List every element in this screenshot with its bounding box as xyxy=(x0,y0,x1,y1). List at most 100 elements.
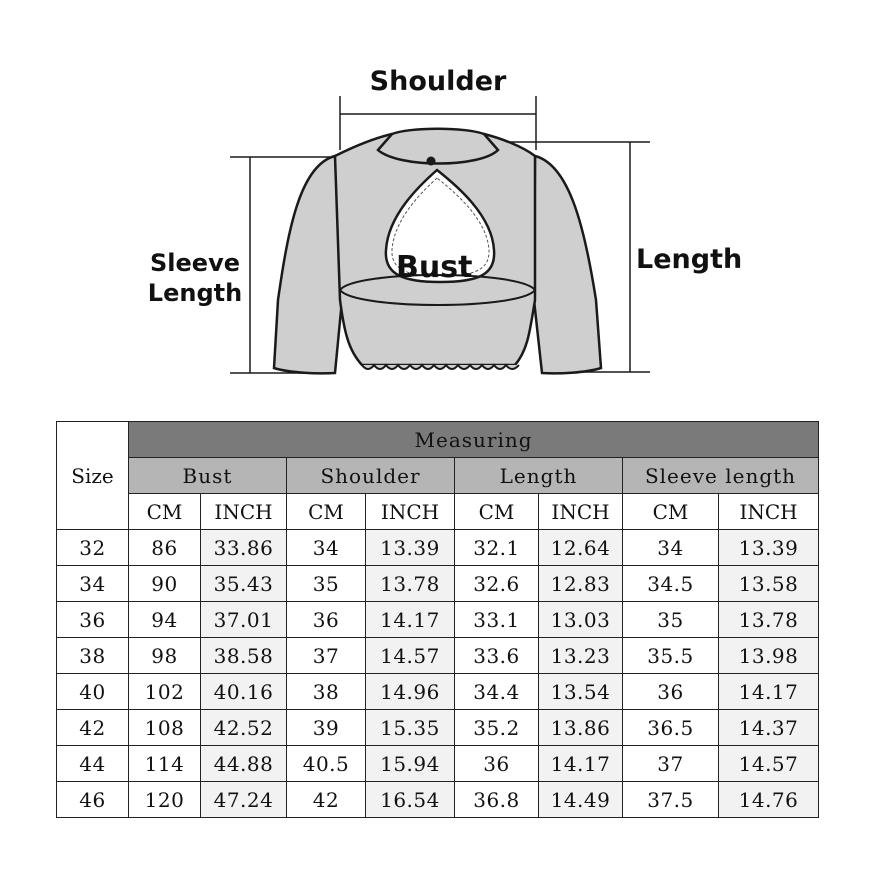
measure-cell: 34.4 xyxy=(454,673,539,710)
measure-cell: 32.1 xyxy=(454,529,539,566)
measure-cell: 34 xyxy=(286,529,366,566)
size-cell: 32 xyxy=(56,529,129,566)
measure-cell: 34.5 xyxy=(622,565,719,602)
ruffle-hem xyxy=(361,363,520,370)
measure-cell: 16.54 xyxy=(365,781,455,818)
measure-cell: 36 xyxy=(622,673,719,710)
measure-cell: 36.8 xyxy=(454,781,539,818)
measure-cell: 34 xyxy=(622,529,719,566)
unit-header: CM xyxy=(622,493,719,530)
measuring-header: Measuring xyxy=(127,421,820,458)
measure-cell: 36 xyxy=(454,745,539,782)
unit-header: INCH xyxy=(200,493,287,530)
measure-cell: 42 xyxy=(286,781,366,818)
unit-header: INCH xyxy=(538,493,623,530)
measure-cell: 37.01 xyxy=(200,601,287,638)
size-header: Size xyxy=(56,421,129,530)
unit-header: CM xyxy=(454,493,539,530)
size-cell: 34 xyxy=(56,565,129,602)
unit-header: INCH xyxy=(717,493,820,530)
measure-cell: 33.6 xyxy=(454,637,539,674)
measurement-lines xyxy=(230,96,650,374)
measure-cell: 94 xyxy=(128,601,201,638)
measure-cell: 14.96 xyxy=(365,673,455,710)
size-chart-table: Size Measuring Bust Shoulder Length Slee… xyxy=(56,421,820,818)
measure-cell: 37 xyxy=(622,745,719,782)
shoulder-label: Shoulder xyxy=(369,66,507,97)
measure-cell: 39 xyxy=(286,709,366,746)
sleeve-label-line2: Length xyxy=(147,279,243,307)
measure-cell: 14.17 xyxy=(717,673,820,710)
size-cell: 40 xyxy=(56,673,129,710)
measure-cell: 38 xyxy=(286,673,366,710)
measure-cell: 13.78 xyxy=(717,601,820,638)
sleeve-length-label: Sleeve Length xyxy=(140,248,250,308)
measure-cell: 36.5 xyxy=(622,709,719,746)
measure-cell: 98 xyxy=(128,637,201,674)
measure-cell: 102 xyxy=(128,673,201,710)
group-header-length: Length xyxy=(454,457,623,494)
measure-cell: 47.24 xyxy=(200,781,287,818)
size-cell: 38 xyxy=(56,637,129,674)
measure-cell: 42.52 xyxy=(200,709,287,746)
measure-cell: 36 xyxy=(286,601,366,638)
measure-cell: 15.94 xyxy=(365,745,455,782)
measure-cell: 13.39 xyxy=(365,529,455,566)
measure-cell: 35 xyxy=(286,565,366,602)
measure-cell: 12.83 xyxy=(538,565,623,602)
measure-cell: 38.58 xyxy=(200,637,287,674)
measure-cell: 44.88 xyxy=(200,745,287,782)
unit-header: CM xyxy=(128,493,201,530)
measure-cell: 14.57 xyxy=(717,745,820,782)
measure-cell: 40.16 xyxy=(200,673,287,710)
unit-header: INCH xyxy=(365,493,455,530)
measure-cell: 33.1 xyxy=(454,601,539,638)
measure-cell: 13.23 xyxy=(538,637,623,674)
measure-cell: 13.54 xyxy=(538,673,623,710)
measure-cell: 13.98 xyxy=(717,637,820,674)
measure-cell: 14.17 xyxy=(538,745,623,782)
measure-cell: 14.57 xyxy=(365,637,455,674)
size-cell: 44 xyxy=(56,745,129,782)
bust-label: Bust xyxy=(396,250,473,285)
measure-cell: 40.5 xyxy=(286,745,366,782)
measure-cell: 14.17 xyxy=(365,601,455,638)
measure-cell: 12.64 xyxy=(538,529,623,566)
measure-cell: 14.76 xyxy=(717,781,820,818)
measure-cell: 13.03 xyxy=(538,601,623,638)
measure-cell: 14.49 xyxy=(538,781,623,818)
group-header-shoulder: Shoulder xyxy=(286,457,455,494)
measure-cell: 86 xyxy=(128,529,201,566)
bolero-illustration xyxy=(230,96,650,375)
length-label: Length xyxy=(636,244,743,275)
measure-cell: 35.5 xyxy=(622,637,719,674)
measure-cell: 37 xyxy=(286,637,366,674)
measure-cell: 37.5 xyxy=(622,781,719,818)
garment-diagram: Shoulder Sleeve Length Length Bust xyxy=(0,0,884,400)
measure-cell: 90 xyxy=(128,565,201,602)
sleeve-label-line1: Sleeve xyxy=(150,249,240,277)
group-header-bust: Bust xyxy=(128,457,287,494)
group-header-sleeve-length: Sleeve length xyxy=(621,457,820,494)
measure-cell: 13.78 xyxy=(365,565,455,602)
measure-cell: 13.86 xyxy=(538,709,623,746)
measure-cell: 35 xyxy=(622,601,719,638)
measure-cell: 32.6 xyxy=(454,565,539,602)
measure-cell: 35.43 xyxy=(200,565,287,602)
size-cell: 42 xyxy=(56,709,129,746)
measure-cell: 114 xyxy=(128,745,201,782)
bust-line xyxy=(338,274,537,306)
measure-cell: 120 xyxy=(128,781,201,818)
measure-cell: 13.39 xyxy=(717,529,820,566)
measure-cell: 35.2 xyxy=(454,709,539,746)
measure-cell: 14.37 xyxy=(717,709,820,746)
button-icon xyxy=(426,156,436,166)
size-cell: 36 xyxy=(56,601,129,638)
